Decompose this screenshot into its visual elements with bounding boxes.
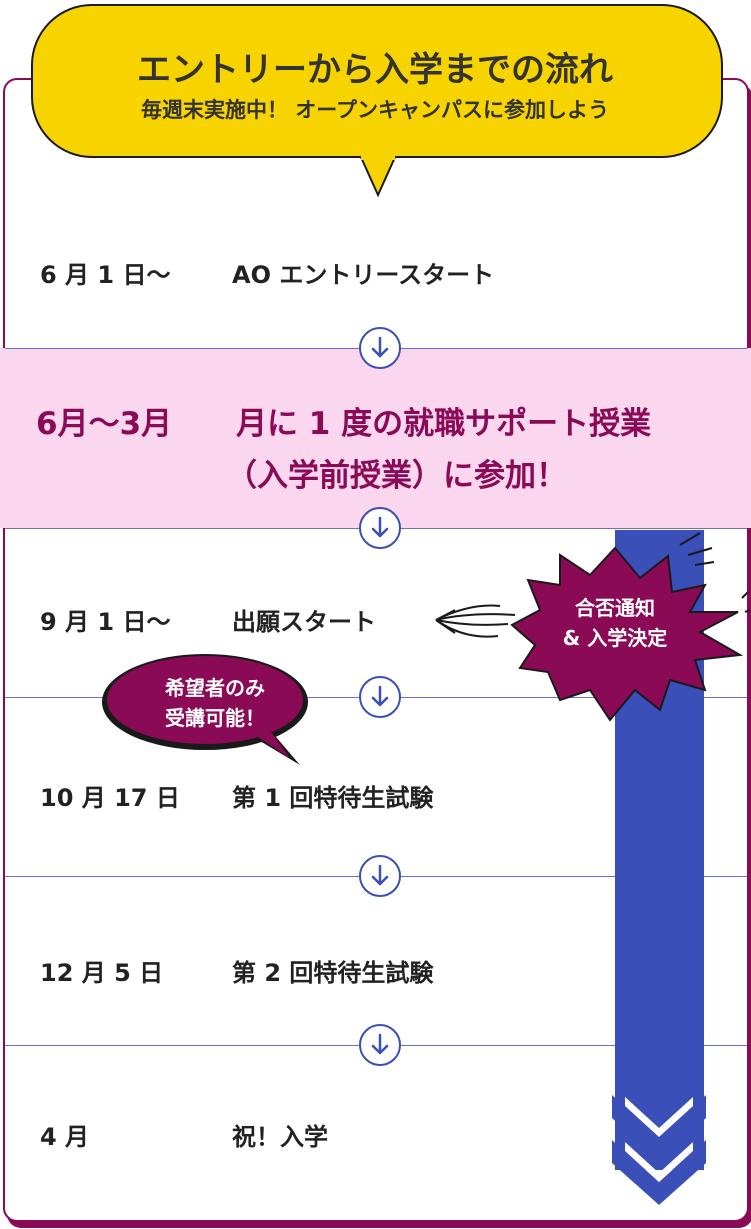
- result-burst: [510, 532, 751, 722]
- highlight-line-1: 月に 1 度の就職サポート授業: [236, 406, 652, 442]
- page-subtitle: 毎週末実施中！ オープンキャンパスに参加しよう: [140, 98, 610, 122]
- step-date-exam-1: 10 月 17 日: [40, 784, 180, 812]
- step-date-ao: 6 月 1 日〜: [40, 261, 171, 289]
- support-class-band: [0, 348, 751, 528]
- result-callout-line-1: 合否通知: [575, 596, 655, 620]
- step-date-application: 9 月 1 日〜: [40, 608, 171, 636]
- step-date-enrollment: 4 月: [40, 1123, 90, 1151]
- step-event-ao: AO エントリースタート: [232, 261, 495, 289]
- arrow-down-circle-icon: [359, 1024, 401, 1066]
- step-date-exam-2: 12 月 5 日: [40, 959, 164, 987]
- optional-callout-line-2: 受講可能！: [165, 706, 265, 730]
- arrow-down-circle-icon: [359, 676, 401, 718]
- arrow-down-circle-icon: [359, 507, 401, 549]
- step-event-application: 出願スタート: [232, 608, 376, 636]
- double-chevron-down-icon: [612, 1095, 706, 1205]
- step-event-exam-2: 第 2 回特待生試験: [232, 959, 434, 987]
- highlight-date: 6月〜3月: [36, 406, 173, 442]
- header-speech-bubble: [31, 4, 723, 198]
- highlight-line-2: （入学前授業）に参加！: [226, 458, 567, 494]
- pointer-arrow: [435, 604, 516, 638]
- step-event-enrollment: 祝！入学: [232, 1123, 328, 1151]
- page-title: エントリーから入学までの流れ: [137, 50, 613, 90]
- optional-callout-bubble: [102, 654, 308, 765]
- result-callout-line-2: & 入学決定: [562, 626, 668, 650]
- optional-callout-line-1: 希望者のみ: [165, 676, 265, 700]
- step-event-exam-1: 第 1 回特待生試験: [232, 784, 434, 812]
- arrow-down-circle-icon: [359, 855, 401, 897]
- arrow-down-circle-icon: [359, 327, 401, 369]
